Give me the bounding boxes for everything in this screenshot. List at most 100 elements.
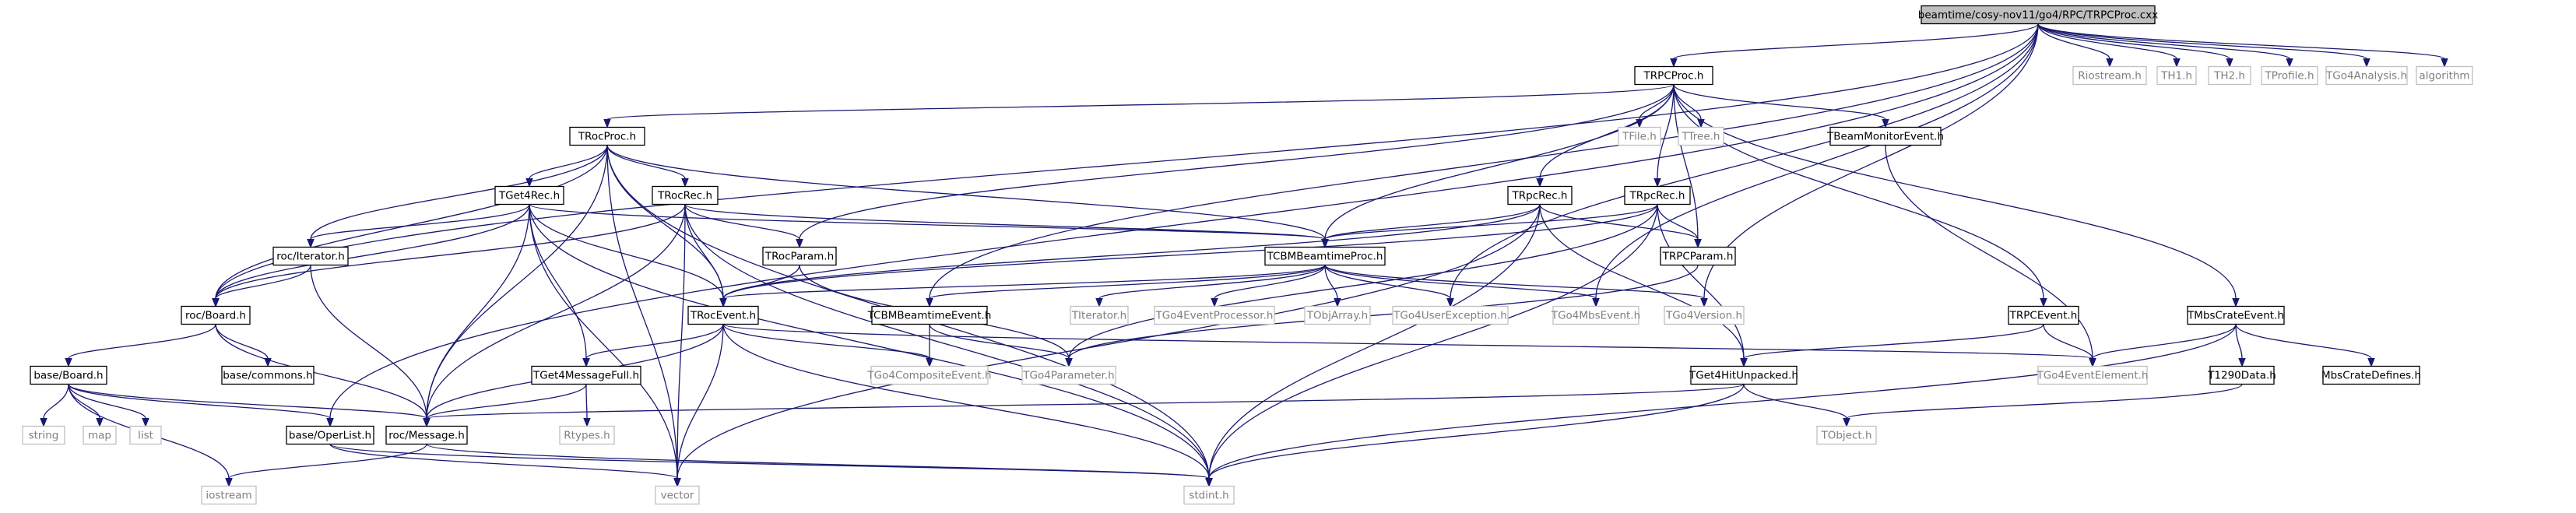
node-tgo4analysis-h[interactable]: TGo4Analysis.h bbox=[2325, 65, 2408, 86]
node-list[interactable]: list bbox=[129, 425, 162, 445]
node-box bbox=[2209, 365, 2275, 385]
arrowhead bbox=[1321, 239, 1329, 248]
node-tget4messagefull-h[interactable]: TGet4MessageFull.h bbox=[531, 365, 641, 385]
node-label: TCBMBeamtimeProc.h bbox=[1267, 251, 1383, 263]
node-tgo4mbsevent-h[interactable]: TGo4MbsEvent.h bbox=[1551, 305, 1640, 325]
arrowhead bbox=[673, 478, 681, 487]
node-tbeammonitorevent-h[interactable]: TBeamMonitorEvent.h bbox=[1826, 126, 1944, 146]
node-ttree-h[interactable]: TTree.h bbox=[1678, 126, 1724, 146]
node-th1-h[interactable]: TH1.h bbox=[2156, 65, 2197, 86]
node-trpcrec2-h[interactable]: TRpcRec.h bbox=[1624, 185, 1691, 206]
node-trocparam-h[interactable]: TRocParam.h bbox=[762, 246, 837, 266]
node-trpcrec-h[interactable]: TRpcRec.h bbox=[1507, 185, 1573, 206]
node-rtypes-h[interactable]: Rtypes.h bbox=[559, 425, 615, 445]
edge-line bbox=[68, 384, 331, 420]
node-tfile-h[interactable]: TFile.h bbox=[1618, 126, 1661, 146]
edge-tget4messagefull_h-to-roc_message_h bbox=[423, 384, 587, 427]
node-label: beamtime/cosy-nov11/go4/RPC/TRPCProc.cxx bbox=[1918, 9, 2158, 22]
node-box bbox=[2187, 305, 2285, 325]
arrowhead bbox=[1843, 418, 1850, 427]
node-base-operlist-h[interactable]: base/OperList.h bbox=[286, 425, 374, 445]
edge-trpcrec2_h-to-trpcparam_h bbox=[1657, 204, 1702, 248]
arrowhead bbox=[603, 119, 611, 128]
edge-line bbox=[585, 384, 588, 419]
node-mbscratedefines-h[interactable]: MbsCrateDefines.h bbox=[2321, 365, 2421, 385]
edge-roc_board_h-to-base_board_h bbox=[65, 324, 216, 367]
node-tgo4parameter-h[interactable]: TGo4Parameter.h bbox=[1021, 365, 1116, 385]
edge-line bbox=[2037, 23, 2367, 60]
edge-line bbox=[1208, 204, 1541, 479]
node-label: TBeamMonitorEvent.h bbox=[1826, 131, 1944, 143]
edge-line bbox=[606, 145, 678, 479]
edge-line bbox=[2037, 23, 2290, 60]
node-base-board-h[interactable]: base/Board.h bbox=[30, 365, 107, 385]
node-roc-board-h[interactable]: roc/Board.h bbox=[181, 305, 251, 325]
node-trpcproc-h[interactable]: TRPCProc.h bbox=[1634, 65, 1713, 86]
node-box bbox=[1183, 485, 1235, 505]
edge-line bbox=[585, 324, 724, 360]
node-base-commons-h[interactable]: base/commons.h bbox=[221, 365, 315, 385]
node-roc-message-h[interactable]: roc/Message.h bbox=[385, 425, 468, 445]
node-tobject-h[interactable]: TObject.h bbox=[1816, 425, 1877, 445]
node-tget4rec-h[interactable]: TGet4Rec.h bbox=[494, 185, 564, 206]
edge-line bbox=[2043, 324, 2093, 359]
node-box bbox=[1021, 365, 1116, 385]
node-tgo4eventprocessor-h[interactable]: TGo4EventProcessor.h bbox=[1154, 305, 1275, 325]
node-trocrec-h[interactable]: TRocRec.h bbox=[652, 185, 719, 206]
edge-line bbox=[1208, 384, 1745, 479]
node-trpcparam-h[interactable]: TRPCParam.h bbox=[1660, 246, 1736, 266]
node-algorithm[interactable]: algorithm bbox=[2416, 65, 2473, 86]
node-map[interactable]: map bbox=[83, 425, 117, 445]
node-label: TRocEvent.h bbox=[690, 310, 756, 322]
node-troceevent-h[interactable]: TRocEvent.h bbox=[687, 305, 759, 325]
node-tgo4eventelement-h[interactable]: TGo4EventElement.h bbox=[2037, 365, 2149, 385]
edge-line bbox=[529, 204, 1210, 479]
node-box bbox=[1618, 126, 1661, 146]
node-tprofile-h[interactable]: TProfile.h bbox=[2261, 65, 2318, 86]
node-riostream-h[interactable]: Riostream.h bbox=[2072, 65, 2147, 86]
node-label: TGo4UserException.h bbox=[1393, 310, 1507, 322]
edge-line bbox=[426, 204, 530, 419]
edge-trocrec_h-to-stdint_h bbox=[684, 204, 1213, 487]
arrowhead bbox=[212, 298, 220, 307]
node-trocproc-h[interactable]: TRocProc.h bbox=[569, 126, 645, 146]
node-string[interactable]: string bbox=[22, 425, 65, 445]
node-box bbox=[1624, 185, 1691, 206]
edge-line bbox=[1743, 324, 2044, 360]
node-tget4hitunpacked-h[interactable]: TGet4HitUnpacked.h bbox=[1689, 365, 1798, 385]
edge-line bbox=[1657, 204, 1745, 359]
node-box bbox=[2072, 65, 2147, 86]
node-tobjarray-h[interactable]: TObjArray.h bbox=[1304, 305, 1371, 325]
node-tcbmbeamtimeevent-h[interactable]: TCBMBeamtimeEvent.h bbox=[867, 305, 992, 325]
edge-roc_iterator_h-to-roc_board_h bbox=[212, 265, 311, 307]
node-trpcevent-h[interactable]: TRPCEvent.h bbox=[2008, 305, 2079, 325]
edge-line bbox=[215, 145, 608, 299]
node-stdint-h[interactable]: stdint.h bbox=[1183, 485, 1235, 505]
node-th2-h[interactable]: TH2.h bbox=[2208, 65, 2251, 86]
edge-line bbox=[722, 265, 800, 299]
edge-roc_message_h-to-iostream bbox=[225, 444, 427, 487]
arrowhead bbox=[583, 418, 591, 427]
edge-line bbox=[1657, 204, 1699, 240]
node-box bbox=[1264, 246, 1386, 266]
node-t1290data-h[interactable]: T1290Data.h bbox=[2207, 365, 2276, 385]
node-iostream[interactable]: iostream bbox=[201, 485, 257, 505]
edge-line bbox=[1673, 84, 2044, 299]
arrowhead bbox=[2089, 358, 2096, 367]
node-rpcproc-cxx[interactable]: beamtime/cosy-nov11/go4/RPC/TRPCProc.cxx bbox=[1918, 5, 2158, 25]
node-titerator-h[interactable]: TIterator.h bbox=[1070, 305, 1129, 325]
node-tgo4userexception-h[interactable]: TGo4UserException.h bbox=[1392, 305, 1509, 325]
node-tcbmbeamtimeproc-h[interactable]: TCBMBeamtimeProc.h bbox=[1264, 246, 1386, 266]
edge-line bbox=[329, 443, 678, 480]
arrowhead bbox=[2232, 298, 2240, 307]
arrowhead bbox=[1740, 358, 1748, 367]
node-roc-iterator-h[interactable]: roc/Iterator.h bbox=[272, 246, 349, 266]
node-tmbscrateevent-h[interactable]: TMbsCrateEvent.h bbox=[2187, 305, 2285, 325]
edge-line bbox=[529, 204, 724, 299]
arrowhead bbox=[1446, 298, 1454, 307]
edge-trpcproc_h-to-trocproc_h bbox=[603, 83, 1675, 128]
node-vector[interactable]: vector bbox=[655, 485, 700, 505]
node-tgo4version-h[interactable]: TGo4Version.h bbox=[1664, 305, 1745, 325]
node-label: vector bbox=[661, 490, 694, 502]
node-tgo4compositeevent-h[interactable]: TGo4CompositeEvent.h bbox=[866, 365, 992, 385]
